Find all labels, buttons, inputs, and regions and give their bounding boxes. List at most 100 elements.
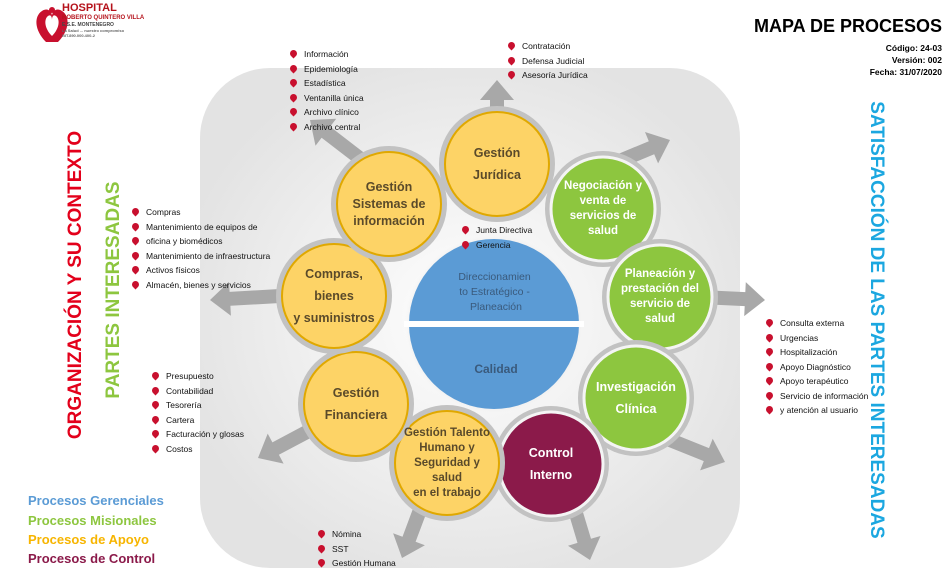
list-item: Costos bbox=[150, 442, 244, 457]
list-item: Cartera bbox=[150, 413, 244, 428]
page-title: MAPA DE PROCESOS bbox=[753, 16, 942, 36]
document-version: Versión: 002 bbox=[891, 55, 942, 65]
process-label-line: Planeación y bbox=[624, 268, 696, 280]
process-label-line: Gestión bbox=[365, 179, 413, 194]
process-label-line: Financiera bbox=[324, 408, 388, 422]
process-label-line: Compras, bienes bbox=[305, 267, 363, 303]
center-top-label: Direccionamien to Estratégico - Planeaci… bbox=[458, 271, 533, 313]
process-label-line: Gestión bbox=[332, 386, 380, 400]
list-item: Estadística bbox=[288, 76, 364, 91]
logo-nit: NIT.890.000.400-2 bbox=[62, 33, 95, 38]
list-item: Facturación y glosas bbox=[150, 427, 244, 442]
legend-apoyo: Procesos de Apoyo bbox=[28, 532, 149, 547]
output-arrow bbox=[699, 282, 765, 317]
list-item: Activos físicos bbox=[130, 263, 270, 278]
process-circle-financiera bbox=[303, 351, 409, 457]
list-item: Tesorería bbox=[150, 398, 244, 413]
list-item: Contabilidad bbox=[150, 384, 244, 399]
list-item: Compras bbox=[130, 205, 270, 220]
process-label-line: Interno bbox=[529, 468, 573, 482]
logo-entity: E.S.E. MONTENEGRO bbox=[62, 22, 114, 28]
logo-name: HOSPITAL bbox=[62, 2, 117, 14]
list-item: SST bbox=[316, 542, 396, 557]
list-item: Urgencias bbox=[764, 331, 868, 346]
list-item: Información bbox=[288, 47, 364, 62]
list-item: Mantenimiento de equipos de bbox=[130, 220, 270, 235]
process-circle-talento bbox=[394, 410, 500, 516]
process-circle-compras bbox=[281, 243, 387, 349]
hospital-logo-text: HOSPITAL ROBERTO QUINTERO VILLA E.S.E. M… bbox=[62, 2, 146, 39]
output-arrow bbox=[667, 433, 725, 471]
legend-control: Procesos de Control bbox=[28, 551, 156, 566]
process-circles bbox=[276, 106, 718, 522]
process-circle-negociacion bbox=[549, 155, 657, 263]
process-label-lines: Planeación y prestación del servicio de sal… bbox=[621, 267, 699, 327]
list-item: y atención al usuario bbox=[764, 403, 868, 418]
output-arrow bbox=[393, 507, 427, 558]
list-item: oficina y biomédicos bbox=[130, 234, 270, 249]
list-item: Ventanilla única bbox=[288, 91, 364, 106]
process-label-line: Jurídica bbox=[473, 168, 521, 182]
list-item: Gestión Humana bbox=[316, 556, 396, 571]
process-label-line: prestación del bbox=[621, 283, 699, 295]
list-item: Hospitalización bbox=[764, 345, 868, 360]
list-item: Consulta externa bbox=[764, 316, 868, 331]
process-label-line: servicio de bbox=[629, 298, 691, 310]
list-item: Almacén, bienes y servicios bbox=[130, 278, 270, 293]
process-circle-juridica bbox=[444, 111, 550, 217]
process-label-line: salud bbox=[644, 313, 676, 325]
list-item: Contratación bbox=[506, 39, 588, 54]
list-item: Archivo clínico bbox=[288, 105, 364, 120]
list-item: Asesoría Jurídica bbox=[506, 68, 588, 83]
logo-motto: La Salud ... nuestro compromiso bbox=[62, 28, 125, 33]
document-code: Código: 24-03 bbox=[885, 43, 942, 53]
process-label-line: Humano y bbox=[419, 441, 475, 454]
list-item: Junta Directiva bbox=[460, 223, 532, 238]
process-label-line: servicios de bbox=[569, 210, 637, 222]
process-label-line: Gestión Talento bbox=[403, 426, 491, 439]
list-item: Epidemiología bbox=[288, 62, 364, 77]
output-arrow bbox=[480, 80, 514, 108]
center-bottom-label: Calidad bbox=[474, 362, 517, 376]
list-item: Mantenimiento de infraestructura bbox=[130, 249, 270, 264]
process-label-line: Sistemas de bbox=[352, 196, 426, 211]
process-label-line: y suministros bbox=[293, 311, 375, 325]
center-divider bbox=[404, 321, 584, 327]
list-item: Apoyo Diagnóstico bbox=[764, 360, 868, 375]
process-label-line: en el trabajo bbox=[413, 486, 481, 499]
process-label-lines: Compras, bienes y suministros bbox=[286, 263, 382, 329]
process-label-line: Seguridad y salud bbox=[414, 456, 480, 484]
list-item: Apoyo terapéutico bbox=[764, 374, 868, 389]
process-label-line: Gestión bbox=[473, 146, 521, 160]
process-circle-investigacion bbox=[582, 344, 690, 452]
process-label-compras: Compras, bienes y suministros bbox=[286, 256, 382, 336]
logo-subname: ROBERTO QUINTERO VILLA bbox=[62, 15, 145, 21]
process-label-line: Control bbox=[528, 446, 574, 460]
center-strategic-circle: Direccionamien to Estratégico - Planeaci… bbox=[404, 235, 584, 413]
process-label-line: información bbox=[353, 213, 425, 228]
process-label-line: Clínica bbox=[615, 402, 657, 416]
process-circle-sistemas bbox=[336, 151, 442, 257]
list-item: Presupuesto bbox=[150, 369, 244, 384]
list-item: Defensa Judicial bbox=[506, 54, 588, 69]
process-label-planeacion: Planeación y prestación del servicio de sal… bbox=[612, 257, 708, 337]
process-label-line: Investigación bbox=[596, 380, 676, 394]
